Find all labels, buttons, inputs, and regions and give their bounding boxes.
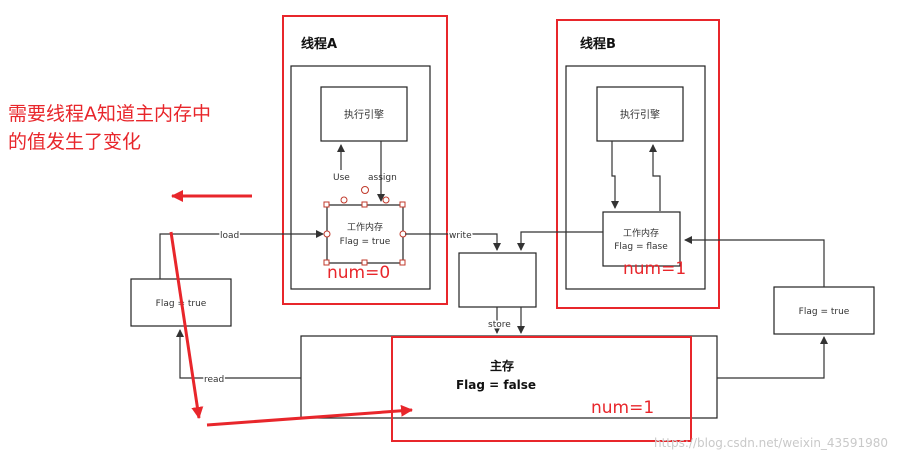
right-to-thread-b-arrow — [684, 236, 825, 287]
thread-b-engine — [596, 86, 684, 142]
main-memory-title: 主存 — [490, 358, 514, 373]
main-memory-box — [300, 335, 718, 419]
thread-a-work-memory-title: 工作内存 — [347, 221, 383, 233]
store-box — [458, 252, 537, 308]
assign-label: assign — [368, 173, 397, 183]
watermark: https://blog.csdn.net/weixin_43591980 — [654, 436, 888, 450]
thread-b-num: num=1 — [623, 259, 686, 279]
thread-b-title: 线程B — [580, 36, 616, 52]
thread-a-num: num=0 — [327, 263, 390, 283]
right-flag-label: Flag = true — [799, 307, 850, 317]
thread-b-work-memory — [602, 211, 681, 267]
thread-b-work-memory-title: 工作内存 — [623, 227, 659, 239]
thread-a-title: 线程A — [301, 36, 337, 52]
thread-a-work-memory-flag: Flag = true — [340, 237, 391, 247]
use-label: Use — [333, 173, 350, 183]
load-label: load — [220, 231, 239, 241]
thread-a-frame — [282, 15, 448, 305]
annotation-line-2: 的值发生了变化 — [8, 131, 141, 153]
write-label: write — [449, 231, 472, 241]
main-memory-highlight — [391, 336, 692, 442]
red-arrow-down — [169, 231, 204, 419]
thread-b-work-memory-flag: Flag = flase — [614, 242, 668, 252]
load-arrow — [159, 230, 324, 279]
red-arrow-right — [206, 404, 413, 427]
thread-b-down-arrow — [611, 141, 619, 209]
thread-b-frame — [556, 19, 720, 309]
selection-handles[interactable] — [323, 186, 407, 266]
thread-b-up-arrow — [649, 144, 661, 211]
thread-a-work-memory[interactable] — [326, 204, 404, 264]
main-to-right-arrow — [717, 336, 828, 379]
annotation-line-1: 需要线程A知道主内存中 — [8, 103, 211, 125]
main-memory-flag: Flag = false — [456, 378, 536, 392]
main-memory-num: num=1 — [591, 398, 654, 418]
store-label: store — [488, 320, 511, 330]
write-arrow — [405, 233, 501, 251]
read-label: read — [204, 375, 224, 385]
thread-a-engine-label: 执行引擎 — [344, 108, 384, 121]
thread-b-engine-label: 执行引擎 — [620, 108, 660, 121]
read-arrow — [176, 329, 301, 379]
thread-b-to-store-arrow — [517, 231, 603, 251]
thread-a-engine — [320, 86, 408, 142]
